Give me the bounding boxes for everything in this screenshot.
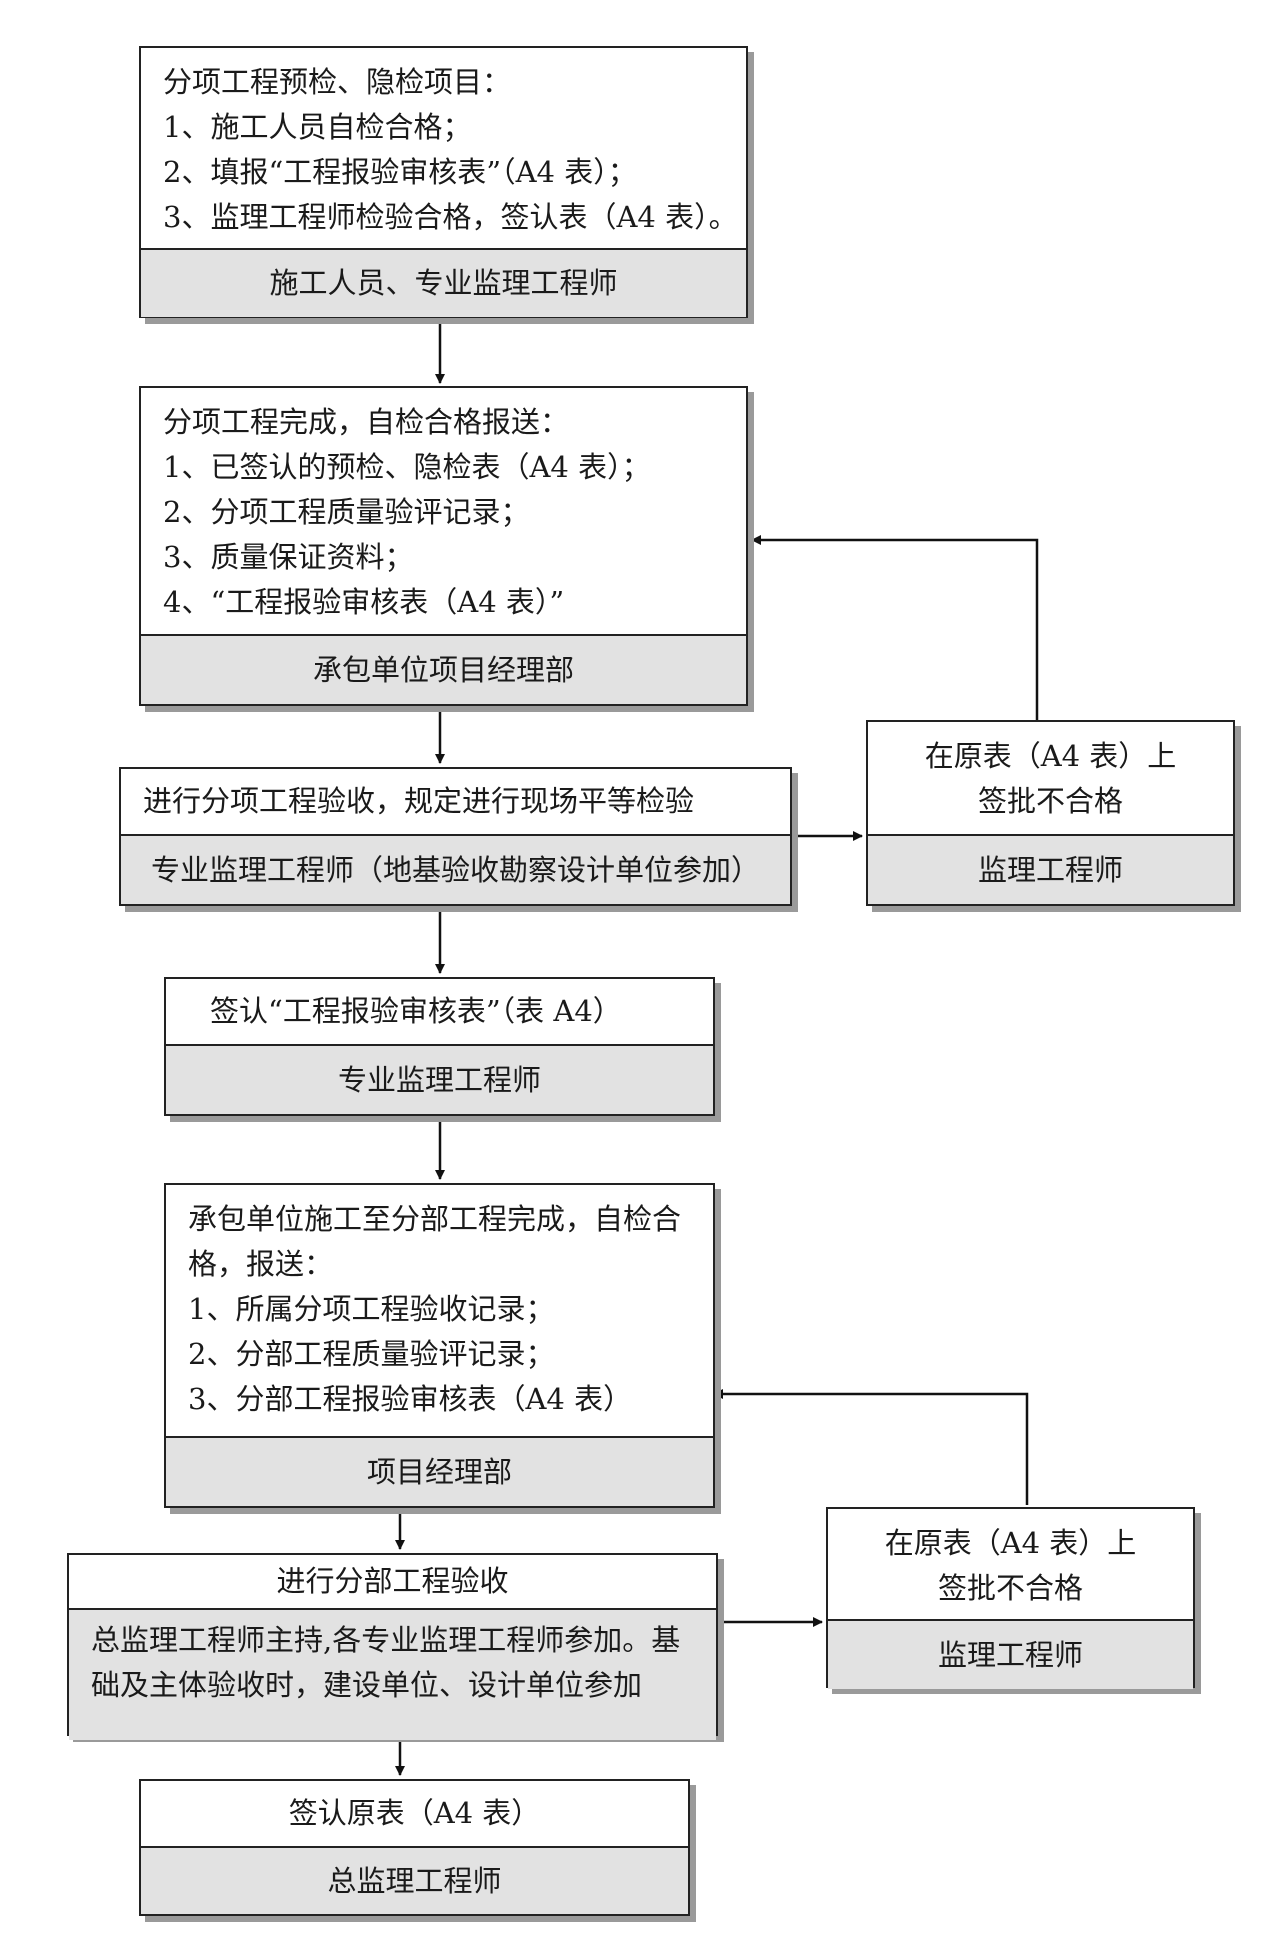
step-7-content: 签认原表（A4 表）	[141, 1781, 688, 1846]
step-6-box: 进行分部工程验收 总监理工程师主持,各专业监理工程师参加。基 础及主体验收时，建…	[67, 1553, 718, 1740]
rejection-1-line: 签批不合格	[977, 784, 1123, 818]
step-2-line: 2、分项工程质量验评记录；	[163, 495, 530, 529]
step-6-role: 总监理工程师主持,各专业监理工程师参加。基 础及主体验收时，建设单位、设计单位参…	[69, 1608, 716, 1740]
step-5-line: 承包单位施工至分部工程完成，自检合	[188, 1202, 682, 1236]
step-2-line: 分项工程完成，自检合格报送：	[163, 405, 570, 439]
arrow-r1-s2	[751, 535, 1039, 720]
step-6-line: 进行分部工程验收	[276, 1564, 509, 1598]
step-5-line: 格，报送：	[188, 1247, 334, 1281]
rejection-2-content: 在原表（A4 表）上 签批不合格	[828, 1509, 1193, 1619]
step-1-line: 2、填报“工程报验审核表”（A4 表）；	[163, 155, 637, 189]
rejection-1-line: 在原表（A4 表）上	[924, 739, 1177, 773]
step-1-role: 施工人员、专业监理工程师	[141, 248, 746, 317]
step-4-box: 签认“工程报验审核表”（表 A4） 专业监理工程师	[164, 977, 715, 1116]
step-6-role-line: 础及主体验收时，建设单位、设计单位参加	[91, 1668, 643, 1702]
step-1-line: 分项工程预检、隐检项目：	[163, 65, 512, 99]
step-5-line: 2、分部工程质量验评记录；	[188, 1337, 555, 1371]
step-3-box: 进行分项工程验收，规定进行现场平等检验 专业监理工程师（地基验收勘察设计单位参加…	[119, 767, 792, 906]
step-1-line: 1、施工人员自检合格；	[163, 110, 472, 144]
step-3-content: 进行分项工程验收，规定进行现场平等检验	[121, 769, 790, 834]
rejection-2-box: 在原表（A4 表）上 签批不合格 监理工程师	[826, 1507, 1195, 1689]
step-7-box: 签认原表（A4 表） 总监理工程师	[139, 1779, 690, 1916]
step-4-line: 签认“工程报验审核表”（表 A4）	[210, 994, 622, 1028]
step-2-line: 1、已签认的预检、隐检表（A4 表）；	[163, 450, 651, 484]
step-5-role: 项目经理部	[166, 1436, 713, 1506]
step-4-content: 签认“工程报验审核表”（表 A4）	[166, 979, 713, 1044]
step-2-role: 承包单位项目经理部	[141, 634, 746, 704]
step-3-line: 进行分项工程验收，规定进行现场平等检验	[143, 784, 695, 818]
rejection-1-content: 在原表（A4 表）上 签批不合格	[868, 722, 1233, 834]
step-1-line: 3、监理工程师检验合格，签认表（A4 表）。	[163, 200, 738, 234]
step-1-box: 分项工程预检、隐检项目： 1、施工人员自检合格； 2、填报“工程报验审核表”（A…	[139, 46, 748, 318]
rejection-2-line: 签批不合格	[937, 1571, 1083, 1605]
rejection-2-role: 监理工程师	[828, 1619, 1193, 1689]
step-2-box: 分项工程完成，自检合格报送： 1、已签认的预检、隐检表（A4 表）； 2、分项工…	[139, 386, 748, 706]
step-5-line: 3、分部工程报验审核表（A4 表）	[188, 1382, 633, 1416]
step-1-content: 分项工程预检、隐检项目： 1、施工人员自检合格； 2、填报“工程报验审核表”（A…	[141, 48, 746, 248]
step-2-line: 3、质量保证资料；	[163, 540, 414, 574]
step-2-line: 4、“工程报验审核表（A4 表）”	[163, 585, 565, 619]
rejection-2-line: 在原表（A4 表）上	[884, 1526, 1137, 1560]
step-5-line: 1、所属分项工程验收记录；	[188, 1292, 555, 1326]
step-4-role: 专业监理工程师	[166, 1044, 713, 1114]
step-6-content: 进行分部工程验收	[69, 1555, 716, 1608]
rejection-1-box: 在原表（A4 表）上 签批不合格 监理工程师	[866, 720, 1235, 906]
step-5-content: 承包单位施工至分部工程完成，自检合 格，报送： 1、所属分项工程验收记录； 2、…	[166, 1185, 713, 1436]
step-7-line: 签认原表（A4 表）	[288, 1796, 541, 1830]
rejection-1-role: 监理工程师	[868, 834, 1233, 904]
arrow-r2-s5	[713, 1389, 1029, 1505]
step-6-role-line: 总监理工程师主持,各专业监理工程师参加。基	[91, 1623, 681, 1657]
step-2-content: 分项工程完成，自检合格报送： 1、已签认的预检、隐检表（A4 表）； 2、分项工…	[141, 388, 746, 634]
step-5-box: 承包单位施工至分部工程完成，自检合 格，报送： 1、所属分项工程验收记录； 2、…	[164, 1183, 715, 1508]
step-7-role: 总监理工程师	[141, 1846, 688, 1914]
step-3-role: 专业监理工程师（地基验收勘察设计单位参加）	[121, 834, 790, 904]
